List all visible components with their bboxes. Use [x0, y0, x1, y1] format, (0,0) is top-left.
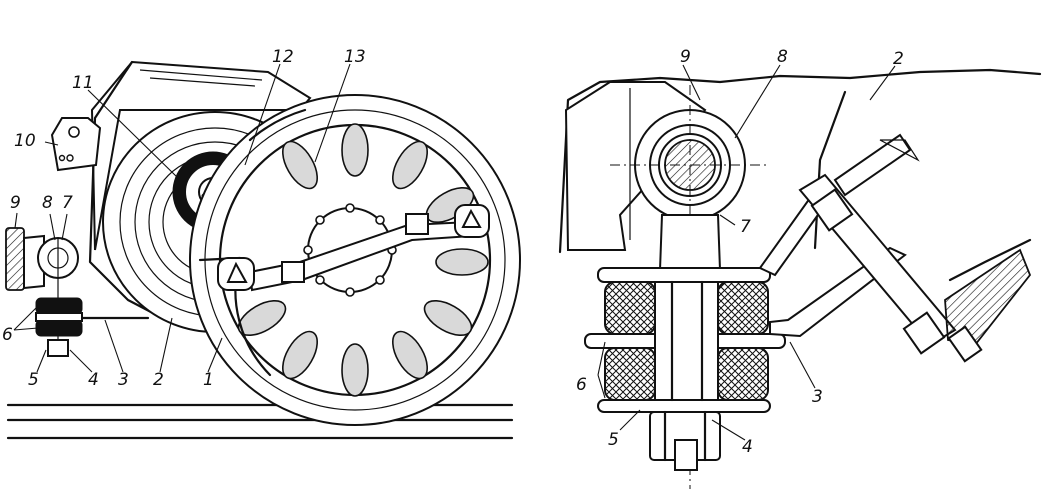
- nut-4: [649, 410, 721, 471]
- label-r4: 4: [742, 437, 753, 457]
- label-4: 4: [88, 370, 99, 390]
- label-10: 10: [14, 131, 36, 151]
- label-8: 8: [42, 193, 53, 213]
- frame-2: [558, 68, 1042, 282]
- label-1: 1: [203, 370, 214, 390]
- label-11: 11: [72, 73, 94, 93]
- bolt-assembly: [798, 133, 1032, 363]
- label-13: 13: [344, 47, 366, 67]
- leader-lines: [13, 63, 351, 373]
- suspension-link: [5, 227, 150, 357]
- wheel-spoke-slots: [237, 123, 489, 397]
- label-6: 6: [2, 325, 13, 345]
- label-r6: 6: [576, 375, 587, 395]
- label-9: 9: [10, 193, 21, 213]
- label-r3: 3: [812, 387, 823, 407]
- eye-end-7: [610, 85, 770, 489]
- rail: [6, 403, 514, 440]
- bracket-10: [50, 117, 102, 172]
- label-3: 3: [118, 370, 129, 390]
- right-view: 2 3 4 5 6 7 8 9: [558, 47, 1042, 489]
- label-7: 7: [62, 193, 73, 213]
- label-r8: 8: [777, 47, 788, 67]
- label-12: 12: [272, 47, 294, 67]
- label-r2: 2: [893, 49, 904, 69]
- label-5: 5: [28, 370, 39, 390]
- rubber-pads-6: [584, 267, 786, 413]
- label-r9: 9: [680, 47, 691, 67]
- tie-bar: [217, 204, 490, 292]
- left-view: 1 2 3 4 5 6 7 8 9 10 11 12 13: [2, 47, 521, 440]
- hub-bolts: [303, 203, 397, 297]
- leader-lines-right: [597, 64, 896, 441]
- label-r7: 7: [740, 217, 751, 237]
- label-r5: 5: [608, 430, 619, 450]
- label-2: 2: [153, 370, 164, 390]
